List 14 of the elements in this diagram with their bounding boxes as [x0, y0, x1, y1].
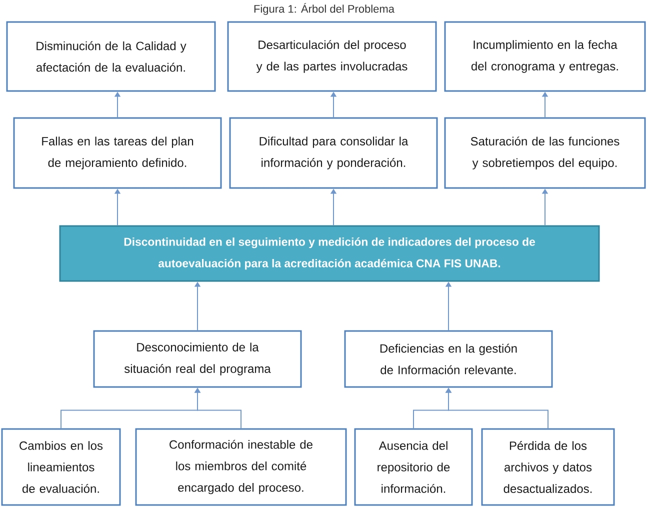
text-box: Cambios en los lineamientos de evaluación. [1, 428, 121, 506]
text-box: Deficiencias en la gestión de Información relevante. [344, 330, 553, 388]
text-box: Desarticulación del proceso y de las partes involucradas [227, 21, 437, 92]
text-box: Saturación de las funciones y sobretiempos del equipo. [444, 117, 646, 189]
text-box: Dificultad para consolidar la información y ponderación. [229, 117, 438, 189]
text-box: Disminución de la Calidad y afectación de la evaluación. [6, 21, 216, 92]
text-box: Conformación inestable de los miembros del comité encargado del proceso. [135, 428, 347, 506]
text-box: Desconocimiento de la situación real del programa [93, 330, 302, 388]
text-box: Fallas en las tareas del plan de mejoramiento definido. [13, 117, 222, 189]
text-box: Pérdida de los archivos y datos desactualizados. [481, 428, 615, 506]
text-box: Ausencia del repositorio de información. [354, 428, 473, 506]
text-box: Incumplimiento en la fecha del cronograma y entregas. [444, 21, 646, 92]
figure-title: Figura 1: Árbol del Problema [254, 3, 394, 15]
highlighted-box: Discontinuidad en el seguimiento y medición de indicadores del proceso de autoevaluación para la acreditación académica CNA FIS UNAB. [59, 225, 600, 282]
